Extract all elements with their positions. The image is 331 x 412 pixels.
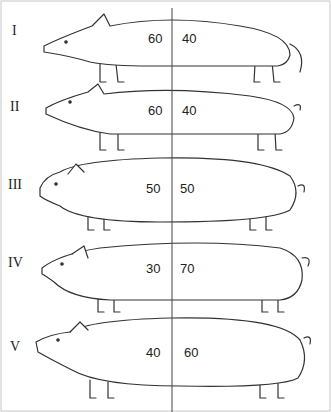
proportion-number: 60 (148, 104, 162, 117)
proportion-number: 60 (184, 346, 198, 359)
pig-outline (36, 318, 310, 398)
pig-outline (42, 243, 309, 312)
proportion-number: 40 (182, 32, 196, 45)
breed-numeral: V (10, 340, 20, 354)
wild-boar-outline (44, 14, 302, 82)
breed-numeral: II (10, 100, 19, 114)
pig-outline (46, 84, 300, 150)
breed-numeral: IV (8, 256, 23, 270)
divider-line (172, 8, 173, 412)
proportion-number: 60 (148, 32, 162, 45)
proportion-number: 30 (146, 262, 160, 275)
proportion-number: 40 (146, 346, 160, 359)
breed-numeral: I (12, 24, 17, 38)
proportion-number: 70 (180, 262, 194, 275)
proportion-number: 40 (182, 104, 196, 117)
proportion-number: 50 (146, 182, 160, 195)
breed-numeral: III (8, 178, 22, 192)
proportion-number: 50 (180, 182, 194, 195)
